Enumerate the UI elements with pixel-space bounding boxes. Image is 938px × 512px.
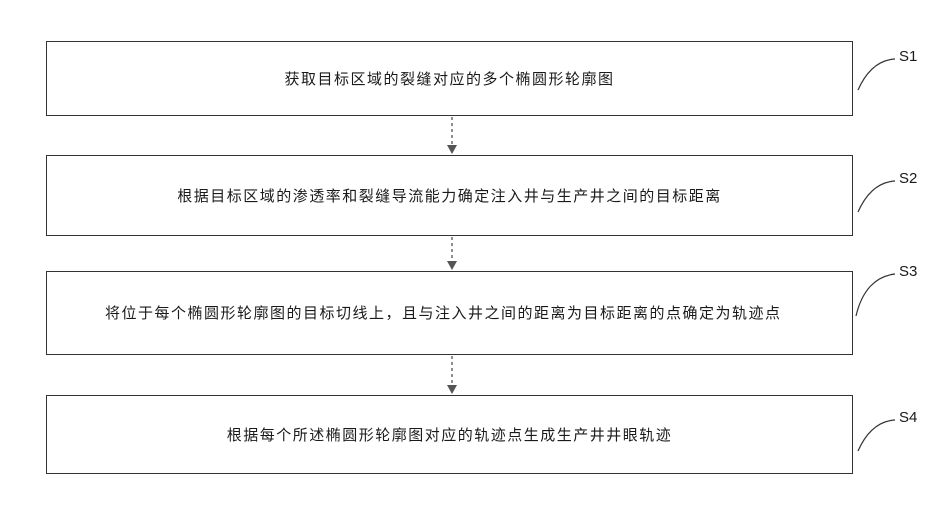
arrow-head-s3-s4	[447, 385, 457, 394]
leader-s2	[858, 181, 895, 212]
step-text-s4: 根据每个所述椭圆形轮廓图对应的轨迹点生成生产井井眼轨迹	[197, 423, 703, 447]
step-label-s1: S1	[899, 48, 917, 65]
step-label-s2: S2	[899, 170, 917, 187]
step-box-s2: 根据目标区域的渗透率和裂缝导流能力确定注入井与生产井之间的目标距离	[46, 155, 853, 236]
step-label-s4: S4	[899, 409, 917, 426]
leader-s3	[856, 274, 895, 316]
step-box-s1: 获取目标区域的裂缝对应的多个椭圆形轮廓图	[46, 41, 853, 116]
step-text-s3: 将位于每个椭圆形轮廓图的目标切线上，且与注入井之间的距离为目标距离的点确定为轨迹…	[47, 301, 852, 325]
arrow-head-s1-s2	[447, 145, 457, 154]
step-box-s4: 根据每个所述椭圆形轮廓图对应的轨迹点生成生产井井眼轨迹	[46, 395, 853, 474]
step-text-s1: 获取目标区域的裂缝对应的多个椭圆形轮廓图	[254, 67, 644, 91]
arrow-head-s2-s3	[447, 261, 457, 270]
step-box-s3: 将位于每个椭圆形轮廓图的目标切线上，且与注入井之间的距离为目标距离的点确定为轨迹…	[46, 271, 853, 355]
leader-s1	[858, 59, 895, 90]
step-text-s2: 根据目标区域的渗透率和裂缝导流能力确定注入井与生产井之间的目标距离	[147, 184, 752, 208]
leader-s4	[858, 420, 895, 451]
step-label-s3: S3	[899, 263, 917, 280]
